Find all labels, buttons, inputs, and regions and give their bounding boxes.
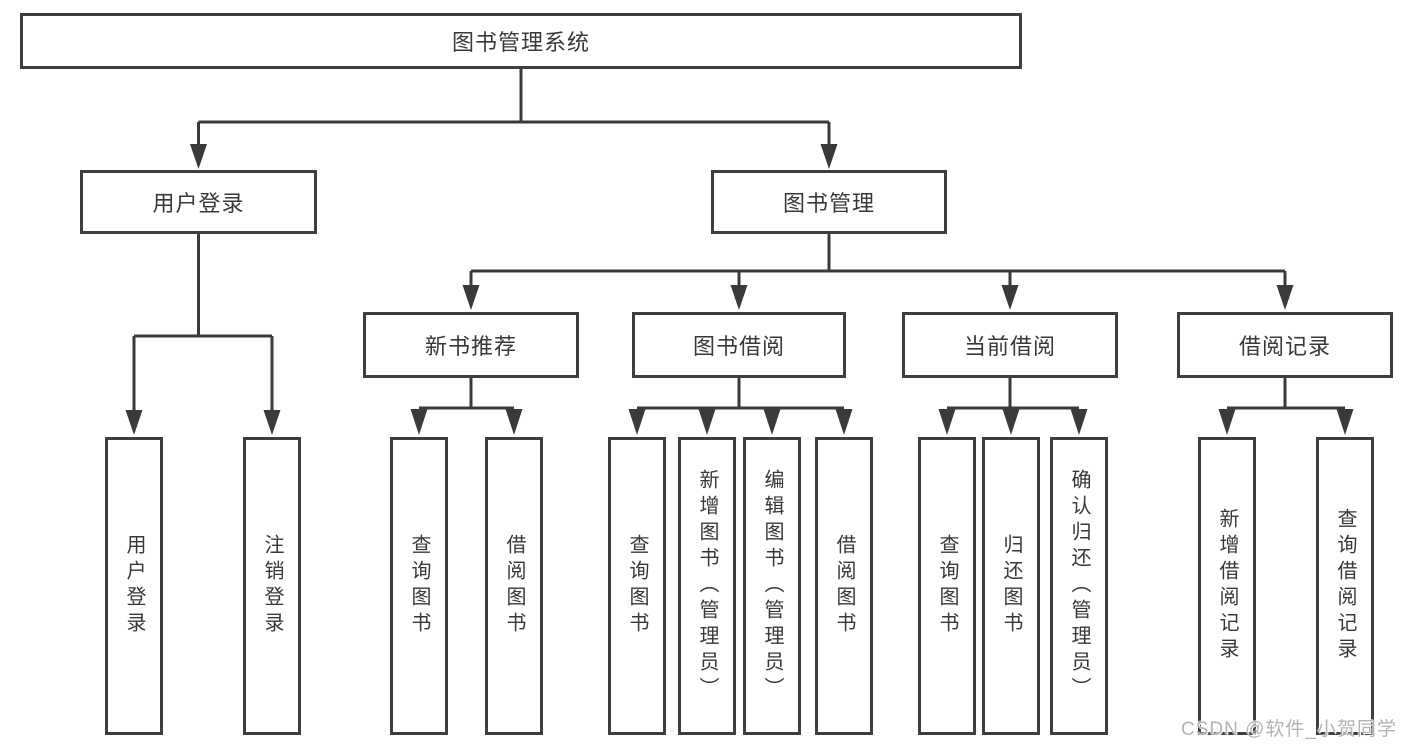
leaf-query-books-recommend: 查询图书 xyxy=(390,437,448,735)
arrowhead-icon xyxy=(938,409,956,435)
leaf-logout: 注销登录 xyxy=(243,437,301,735)
arrowhead-icon xyxy=(1276,285,1294,310)
leaf-label: 用户登录 xyxy=(123,534,145,638)
leaf-query-borrow-record: 查询借阅记录 xyxy=(1316,437,1374,735)
arrowhead-icon xyxy=(505,409,523,435)
leaf-add-borrow-record: 新增借阅记录 xyxy=(1198,437,1256,735)
arrowhead-icon xyxy=(698,409,716,435)
leaf-user-login: 用户登录 xyxy=(105,437,163,735)
leaf-label: 查询图书 xyxy=(626,534,648,638)
leaf-label: 新增借阅记录 xyxy=(1216,508,1238,664)
leaf-label: 查询借阅记录 xyxy=(1334,508,1356,664)
leaf-borrow-books-recommend: 借阅图书 xyxy=(485,437,543,735)
node-label: 新书推荐 xyxy=(424,334,517,359)
leaf-label: 归还图书 xyxy=(1000,534,1022,638)
arrowhead-icon xyxy=(730,285,748,310)
arrowhead-icon xyxy=(763,409,781,435)
node-borrowing-records: 借阅记录 xyxy=(1177,312,1393,378)
arrowhead-icon xyxy=(1002,409,1020,435)
connector-book-management-to-level2 xyxy=(462,234,1294,310)
node-label: 图书管理 xyxy=(782,191,875,216)
leaf-return-books: 归还图书 xyxy=(982,437,1040,735)
connector-current-borrow-children xyxy=(938,378,1088,435)
leaf-label: 新增图书（管理员） xyxy=(696,469,718,703)
leaf-label: 查询图书 xyxy=(936,534,958,638)
leaf-confirm-return-admin: 确认归还（管理员） xyxy=(1050,437,1108,735)
leaf-label: 编辑图书（管理员） xyxy=(761,469,783,703)
node-library-management-system: 图书管理系统 xyxy=(20,13,1022,69)
node-label: 用户登录 xyxy=(152,191,245,216)
node-new-book-recommendation: 新书推荐 xyxy=(363,312,579,378)
node-label: 图书借阅 xyxy=(692,334,785,359)
node-label: 图书管理系统 xyxy=(451,30,590,55)
connector-root-to-level1 xyxy=(190,69,838,169)
leaf-label: 借阅图书 xyxy=(503,534,525,638)
connector-borrow-records-children xyxy=(1218,378,1354,435)
leaf-label: 查询图书 xyxy=(408,534,430,638)
leaf-query-books-borrowing: 查询图书 xyxy=(608,437,666,735)
arrowhead-icon xyxy=(1336,409,1354,435)
node-current-borrowing: 当前借阅 xyxy=(902,312,1118,378)
arrowhead-icon xyxy=(1070,409,1088,435)
leaf-label: 注销登录 xyxy=(261,534,283,638)
connector-book-borrow-children xyxy=(628,378,853,435)
arrowhead-icon xyxy=(1001,285,1019,310)
leaf-borrow-books-borrowing: 借阅图书 xyxy=(815,437,873,735)
leaf-add-books-admin: 新增图书（管理员） xyxy=(678,437,736,735)
node-label: 当前借阅 xyxy=(963,334,1056,359)
arrowhead-icon xyxy=(835,409,853,435)
leaf-label: 借阅图书 xyxy=(833,534,855,638)
arrowhead-icon xyxy=(628,409,646,435)
connector-new-book-children xyxy=(410,378,523,435)
csdn-watermark: CSDN @软件_小贺同学 xyxy=(1181,719,1397,740)
arrowhead-icon xyxy=(410,409,428,435)
arrowhead-icon xyxy=(190,144,207,169)
arrowhead-icon xyxy=(1218,409,1236,435)
node-label: 借阅记录 xyxy=(1238,334,1331,359)
arrowhead-icon xyxy=(462,285,480,310)
node-user-login: 用户登录 xyxy=(80,170,317,234)
node-book-borrowing: 图书借阅 xyxy=(632,312,846,378)
leaf-query-books-current: 查询图书 xyxy=(918,437,976,735)
node-book-management: 图书管理 xyxy=(711,170,947,234)
arrowhead-icon xyxy=(820,144,838,169)
arrowhead-icon xyxy=(263,410,281,435)
leaf-label: 确认归还（管理员） xyxy=(1068,469,1090,703)
connector-user-login-children xyxy=(125,234,281,435)
arrowhead-icon xyxy=(125,410,143,435)
leaf-edit-books-admin: 编辑图书（管理员） xyxy=(743,437,801,735)
